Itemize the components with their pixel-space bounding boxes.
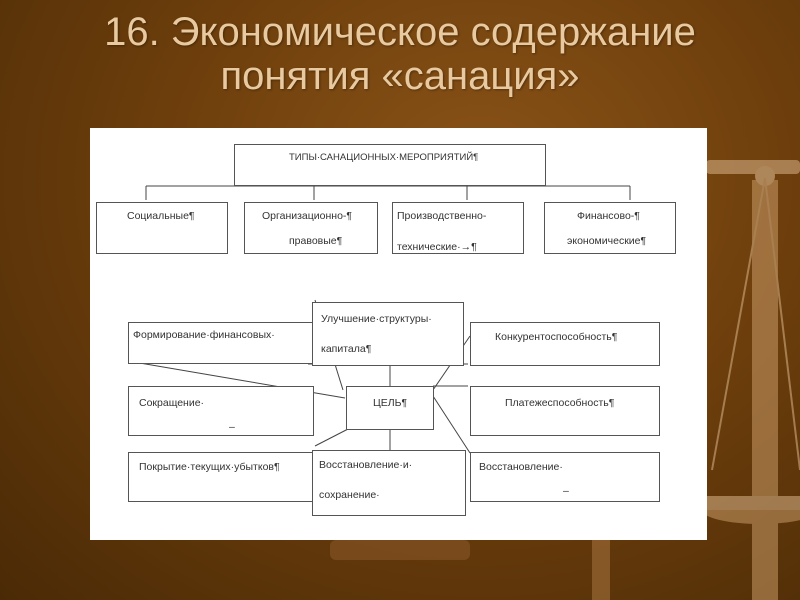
goal-box-reduction: Сокращение· – [128, 386, 314, 436]
slide-title: 16. Экономическое содержание понятия «са… [0, 10, 800, 98]
goal-box-covering-losses: Покрытие·текущих·убытков¶ [128, 452, 314, 502]
type-box-organizational: Организационно-¶ правовые¶ [244, 202, 378, 254]
goal-reduction-line-1: Сокращение· [139, 397, 205, 409]
goal-box-competitiveness: Конкурентоспособность¶ [470, 322, 660, 366]
goal-restoration-preservation-line-2: сохранение· [319, 489, 380, 501]
goal-box-capital-structure: Улучшение·структуры· капитала¶ [312, 302, 464, 366]
type-organizational-line-2: правовые¶ [289, 235, 343, 247]
type-box-social: Социальные¶ [96, 202, 228, 254]
goal-reduction-line-2: – [229, 421, 235, 433]
diagram-panel: ТИПЫ·САНАЦИОННЫХ·МЕРОПРИЯТИЙ¶ Социальные… [90, 128, 707, 540]
type-organizational-line-1: Организационно-¶ [262, 210, 353, 222]
goal-restoration-line-2: – [563, 485, 569, 497]
type-box-production: Производственно- технические·→¶ [392, 202, 524, 254]
type-financial-line-1: Финансово-¶ [577, 210, 640, 222]
goal-box-solvency: Платежеспособность¶ [470, 386, 660, 436]
type-production-line-1: Производственно- [397, 210, 487, 222]
type-financial-line-2: экономические¶ [567, 235, 647, 247]
slide-title-line-2: понятия «санация» [220, 54, 580, 98]
goal-restoration-preservation-line-1: Восстановление·и· [319, 459, 413, 471]
type-social-line-1: Социальные¶ [127, 210, 195, 222]
type-production-line-2: технические·→¶ [397, 241, 477, 253]
goal-box-formation: Формирование·финансовых· [128, 322, 314, 364]
goal-box-restoration: Восстановление· – [470, 452, 660, 502]
goal-covering-losses-line-1: Покрытие·текущих·убытков¶ [139, 461, 280, 473]
slide-title-line-1: 16. Экономическое содержание [104, 10, 696, 54]
goal-box-restoration-preservation: Восстановление·и· сохранение· [312, 450, 466, 516]
goal-formation-line-1: Формирование·финансовых· [133, 329, 275, 341]
goal-capital-structure-line-1: Улучшение·структуры· [321, 313, 432, 325]
type-box-financial: Финансово-¶ экономические¶ [544, 202, 676, 254]
goal-capital-structure-line-2: капитала¶ [321, 343, 372, 355]
goal-center-box: ЦЕЛЬ¶ [346, 386, 434, 430]
types-header-box: ТИПЫ·САНАЦИОННЫХ·МЕРОПРИЯТИЙ¶ [234, 144, 546, 186]
goal-center-label: ЦЕЛЬ¶ [373, 397, 408, 409]
goal-competitiveness-line-1: Конкурентоспособность¶ [495, 331, 618, 343]
goal-solvency-line-1: Платежеспособность¶ [505, 397, 615, 409]
types-header-label: ТИПЫ·САНАЦИОННЫХ·МЕРОПРИЯТИЙ¶ [289, 152, 479, 163]
goal-restoration-line-1: Восстановление· [479, 461, 563, 473]
